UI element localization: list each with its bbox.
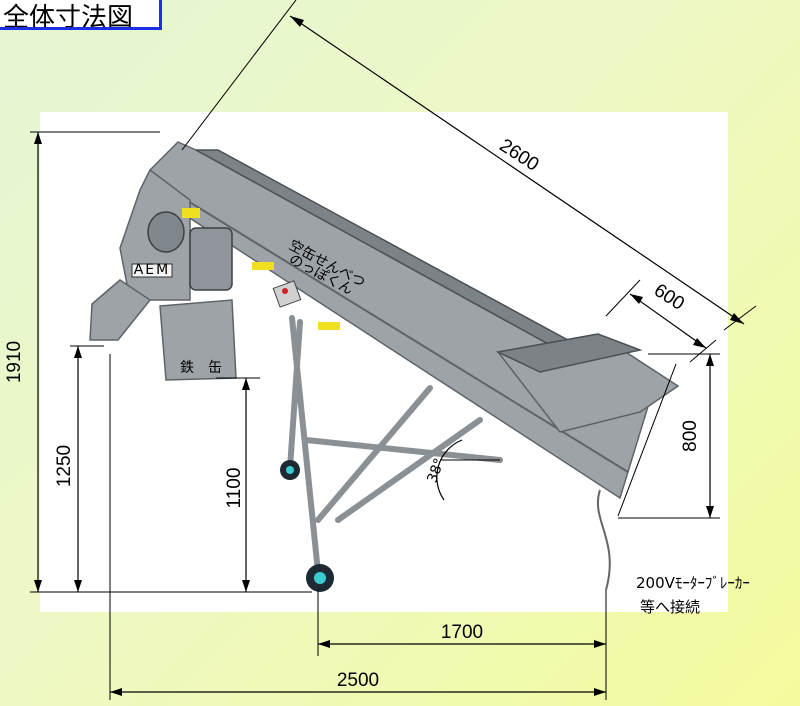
dim-2500 bbox=[109, 354, 607, 700]
arrow-1250-bottom bbox=[74, 580, 82, 592]
ext-600-b bbox=[689, 339, 717, 363]
cross-bar bbox=[303, 437, 503, 463]
ext-800-slant bbox=[617, 363, 677, 517]
conveyor-belt-line bbox=[169, 189, 629, 473]
arrow-800-top bbox=[706, 354, 714, 366]
dim-800 bbox=[617, 353, 720, 519]
brace-right bbox=[335, 417, 483, 523]
dim-1250 bbox=[70, 345, 104, 592]
arrow-2600-a bbox=[290, 16, 304, 27]
arrow-1100-bottom bbox=[242, 580, 250, 592]
title-box: 全体寸法図 bbox=[0, 0, 162, 30]
arrow-1700-a bbox=[318, 640, 330, 648]
label-1250: 1250 bbox=[54, 445, 75, 487]
label-800: 800 bbox=[680, 420, 701, 452]
arrow-1910-bottom bbox=[34, 580, 42, 592]
dim-1910 bbox=[30, 131, 312, 593]
ext-2600-b bbox=[723, 305, 757, 331]
note-line-1: 200Vﾓｰﾀｰﾌﾞﾚｰｶｰ bbox=[636, 574, 750, 592]
arrow-1100-top bbox=[242, 378, 250, 390]
dim-line-600 bbox=[629, 293, 707, 349]
arrow-1700-b bbox=[594, 640, 606, 648]
control-box bbox=[272, 280, 302, 308]
inner-leg bbox=[287, 319, 303, 471]
conveyor-machine bbox=[89, 141, 680, 592]
wheel-hub-rear bbox=[286, 466, 294, 474]
arrow-1250-top bbox=[74, 346, 82, 358]
motor-pulley bbox=[147, 211, 185, 253]
discharge-chute bbox=[89, 279, 152, 341]
wheel-hub-front bbox=[314, 572, 326, 584]
label-1910: 1910 bbox=[4, 341, 25, 383]
brand-plate-text: AEM bbox=[134, 262, 171, 278]
note-line-2: 等へ接続 bbox=[640, 598, 700, 616]
angle-arc bbox=[436, 439, 463, 501]
label-angle: 38° bbox=[424, 456, 448, 485]
dim-line-2600 bbox=[289, 15, 745, 325]
warning-sticker-3 bbox=[318, 322, 340, 330]
ext-600-a bbox=[605, 279, 641, 317]
dim-2600 bbox=[181, 0, 757, 331]
dim-600 bbox=[605, 279, 717, 363]
ext-2600-a bbox=[181, 0, 297, 151]
brand-plate bbox=[131, 263, 173, 278]
arrow-2600-b bbox=[730, 313, 744, 324]
arrow-2500-a bbox=[110, 688, 122, 696]
chute-label-text: 鉄 缶 bbox=[180, 360, 222, 376]
motor bbox=[189, 227, 233, 291]
label-1100: 1100 bbox=[224, 468, 245, 509]
label-2500: 2500 bbox=[337, 670, 379, 691]
arrow-600-a bbox=[630, 294, 643, 304]
arrow-1910-top bbox=[34, 132, 42, 144]
dim-angle bbox=[436, 439, 500, 501]
dim-1100 bbox=[216, 377, 260, 592]
page-title: 全体寸法図 bbox=[3, 3, 134, 30]
brace-left bbox=[315, 385, 433, 523]
warning-sticker-2 bbox=[252, 262, 274, 270]
stop-button bbox=[282, 288, 288, 294]
arrow-2500-b bbox=[594, 688, 606, 696]
arrow-800-bottom bbox=[706, 506, 714, 518]
label-1700: 1700 bbox=[441, 622, 483, 643]
power-cable bbox=[597, 489, 611, 591]
arrow-600-b bbox=[693, 338, 706, 348]
dim-1700 bbox=[317, 590, 607, 656]
hopper-inner bbox=[495, 333, 643, 373]
warning-sticker-1 bbox=[182, 208, 200, 218]
